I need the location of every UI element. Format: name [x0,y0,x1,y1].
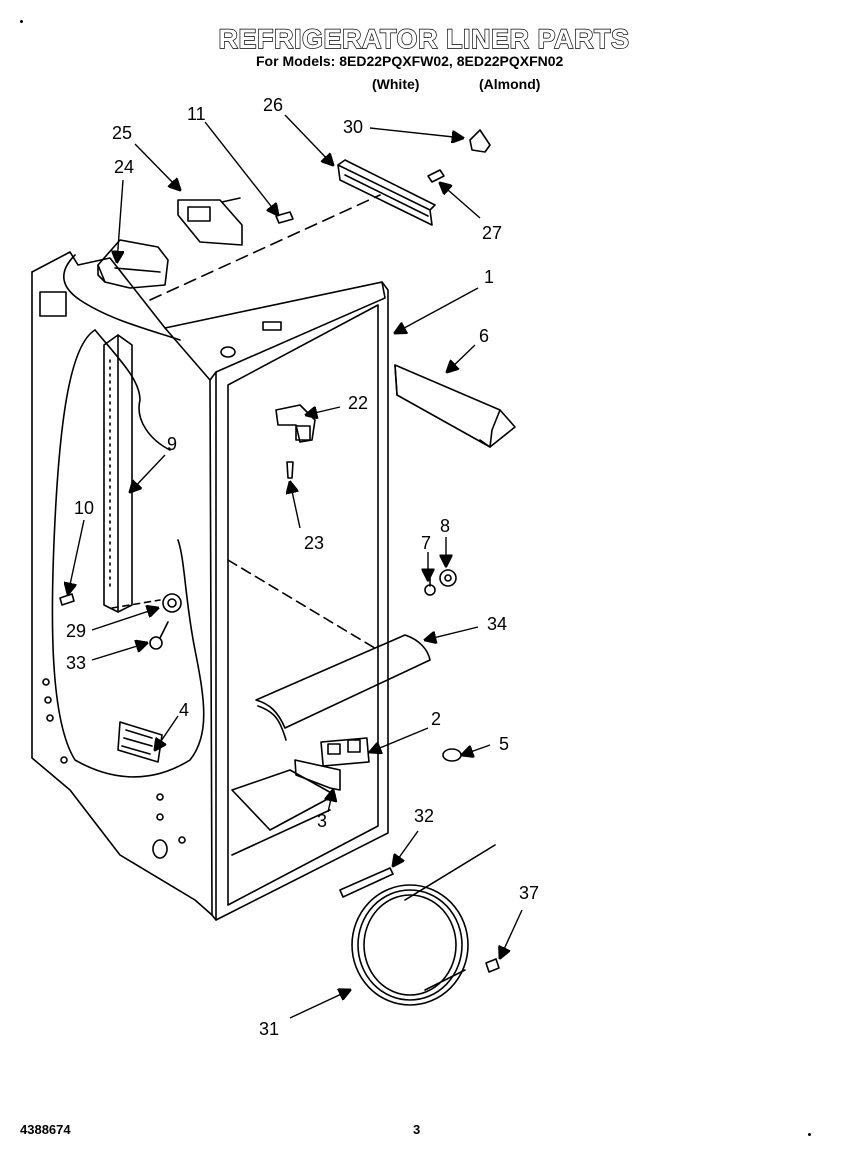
callout-31: 31 [259,1019,280,1039]
cover-34 [255,634,431,741]
callout-33: 33 [66,653,87,673]
screw-37 [485,958,500,973]
page-number: 3 [413,1122,421,1137]
variant-white: (White) [372,76,420,92]
model-numbers: For Models: 8ED22PQXFW02, 8ED22PQXFN02 [256,53,564,69]
callout-24: 24 [114,157,135,177]
control-housing-24 [97,239,169,289]
callout-3: 3 [317,811,328,831]
callout-6: 6 [479,326,490,346]
channel-26 [337,159,436,226]
callout-1: 1 [484,267,495,287]
callout-7: 7 [421,533,432,553]
variant-almond: (Almond) [479,76,541,92]
screw-27 [427,169,445,183]
screw-11 [275,211,294,224]
bracket-22 [275,404,316,443]
clip-30 [469,129,491,153]
liner-cabinet [31,194,389,921]
callout-29: 29 [66,621,87,641]
corner-mark-bottom [808,1133,811,1136]
grille-4 [117,721,163,763]
callout-32: 32 [414,806,435,826]
tubing-31 [351,844,496,1006]
screw-23 [286,461,294,479]
bracket-25 [177,197,243,246]
tie-32 [339,867,394,898]
callout-10: 10 [74,498,95,518]
callout-5: 5 [499,734,510,754]
page-title: REFRIGERATOR LINER PARTS [218,23,630,54]
callout-30: 30 [343,117,364,137]
callout-23: 23 [304,533,325,553]
callout-26: 26 [263,95,284,115]
corner-mark-top [20,20,23,23]
callout-2: 2 [431,709,442,729]
callout-11: 11 [187,104,206,124]
callout-34: 34 [487,614,508,634]
callout-22: 22 [348,393,369,413]
document-number: 4388674 [20,1122,71,1137]
callout-4: 4 [179,700,190,720]
callout-37: 37 [519,883,540,903]
callout-25: 25 [112,123,133,143]
callout-27: 27 [482,223,503,243]
callout-8: 8 [440,516,451,536]
shield-6 [394,364,516,448]
knob-8 [439,569,457,587]
thermostat-29 [111,593,182,613]
callout-9: 9 [167,434,178,454]
rail-9 [103,334,133,613]
